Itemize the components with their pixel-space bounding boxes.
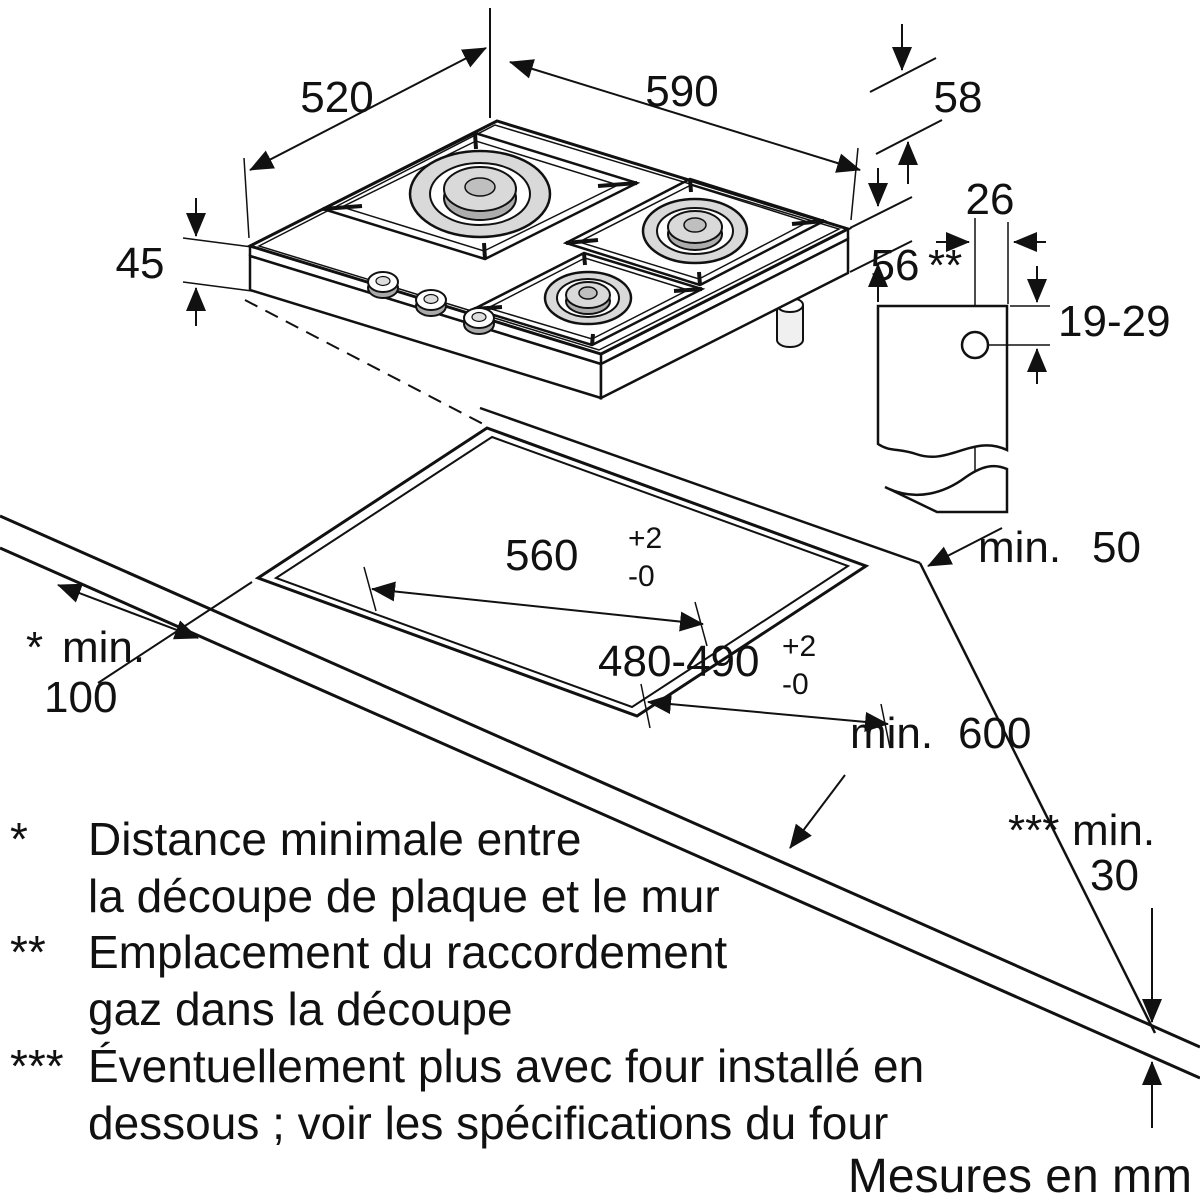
worktop-view: [0, 299, 1200, 1080]
dim-cutout-depth: 480-490 +2 -0: [598, 630, 891, 749]
dim-56-label: 56: [871, 241, 920, 290]
dim-tick: [694, 601, 708, 647]
dim-cutout-width-tol-minus: -0: [628, 560, 655, 593]
gas-connection-hole: [960, 330, 990, 360]
dim-tick: [363, 566, 377, 612]
gas-connection-detail-view: 26 19-29: [876, 175, 1171, 514]
dim-extension: [849, 240, 913, 273]
dim-590: 590: [509, 59, 861, 221]
worktop-back-edge: [479, 406, 921, 565]
dim-min100-label: min.: [62, 623, 145, 672]
dim-extension: [849, 196, 913, 229]
dim-tick: [880, 703, 891, 749]
dim-590-label: 590: [645, 67, 718, 116]
bracket-upper-part: [876, 304, 1009, 458]
legend-item-2-line-1: Emplacement du raccordement: [88, 926, 727, 978]
dim-cutout-width-tol-plus: +2: [628, 522, 662, 555]
dim-26: 26: [936, 175, 1046, 252]
dim-min50-arrow: [927, 527, 1003, 567]
cutout-inner-outline: [273, 435, 851, 709]
dim-520: 520: [243, 8, 491, 239]
dim-min100-arrow: [57, 583, 199, 640]
dim-min30-value: 30: [1090, 851, 1139, 900]
dim-min100-value: 100: [44, 673, 117, 722]
dim-min100: * min. 100: [26, 583, 199, 722]
knob: [367, 271, 399, 299]
dim-min100-star: *: [26, 623, 43, 672]
legend-item-3-line-1: Éventuellement plus avec four installé e…: [88, 1040, 924, 1092]
legend-item-2-line-2: gaz dans la découpe: [88, 983, 513, 1035]
dim-58-label: 58: [934, 73, 983, 122]
legend-item-1-line-2: la découpe de plaque et le mur: [88, 870, 720, 922]
legend-item-1-line-1: Distance minimale entre: [88, 813, 581, 865]
dim-520-label: 520: [300, 73, 373, 122]
dim-min30: *** min. 30: [1008, 806, 1162, 1128]
knob: [463, 307, 495, 335]
dim-26-label: 26: [966, 175, 1015, 224]
dim-56-note: **: [928, 241, 962, 290]
worktop-edge-line-top: [0, 514, 1200, 1049]
legend: * Distance minimale entre la découpe de …: [10, 813, 924, 1149]
hob-isometric-view: [246, 119, 852, 401]
dim-min600-label: min.: [850, 709, 933, 758]
burner-medium: [562, 177, 828, 287]
dim-590-arrow: [509, 59, 861, 173]
dim-cutout-width-arrow: [371, 581, 704, 632]
dim-cutout-depth-label: 480-490: [598, 637, 759, 686]
dim-min600-arrow: [789, 774, 846, 849]
dim-extension: [243, 157, 250, 239]
dim-tick: [640, 683, 651, 729]
dim-min600-value: 600: [958, 709, 1031, 758]
dim-cutout-width: 560 +2 -0: [363, 522, 708, 647]
dim-45: 45: [116, 198, 253, 326]
dim-cutout-depth-arrow: [647, 694, 889, 732]
hob-glass-slab: [246, 119, 852, 366]
worktop-edge-line-bottom: [0, 546, 1200, 1080]
dim-min30-star: ***: [1008, 806, 1059, 855]
worktop-right-edge: [918, 562, 1157, 1034]
dim-56: 56 **: [849, 168, 962, 302]
bracket-lower-part: [884, 464, 1009, 514]
dim-cutout-depth-tol-minus: -0: [782, 668, 809, 701]
legend-marker-3: ***: [10, 1040, 64, 1092]
dim-cutout-width-label: 560: [505, 531, 578, 580]
knob: [415, 289, 447, 317]
dim-extension: [182, 237, 253, 248]
burner-small: [470, 251, 706, 347]
dim-extension: [182, 281, 253, 292]
legend-marker-1: *: [10, 813, 28, 865]
dim-min50-label: min.: [978, 523, 1061, 572]
dim-extension: [875, 119, 943, 155]
dim-extension: [850, 147, 859, 221]
control-knobs: [367, 271, 495, 335]
dim-cutout-depth-tol-plus: +2: [782, 630, 816, 663]
dim-min30-label: min.: [1072, 806, 1155, 855]
dim-45-label: 45: [116, 239, 165, 288]
dim-19-29-label: 19-29: [1058, 297, 1171, 346]
dim-min600: min. 600: [789, 709, 1031, 849]
dim-19-29: 19-29: [989, 266, 1171, 384]
dim-58: 58: [869, 24, 983, 184]
cutout-outer-outline: [254, 426, 870, 718]
dim-extension: [869, 57, 937, 93]
dim-min50: min. 50: [927, 523, 1141, 572]
units-note: Mesures en mm: [848, 1150, 1192, 1200]
legend-item-3-line-2: dessous ; voir les spécifications du fou…: [88, 1097, 888, 1149]
legend-marker-2: **: [10, 926, 46, 978]
dim-520-arrow: [249, 47, 487, 171]
dim-min50-value: 50: [1092, 523, 1141, 572]
